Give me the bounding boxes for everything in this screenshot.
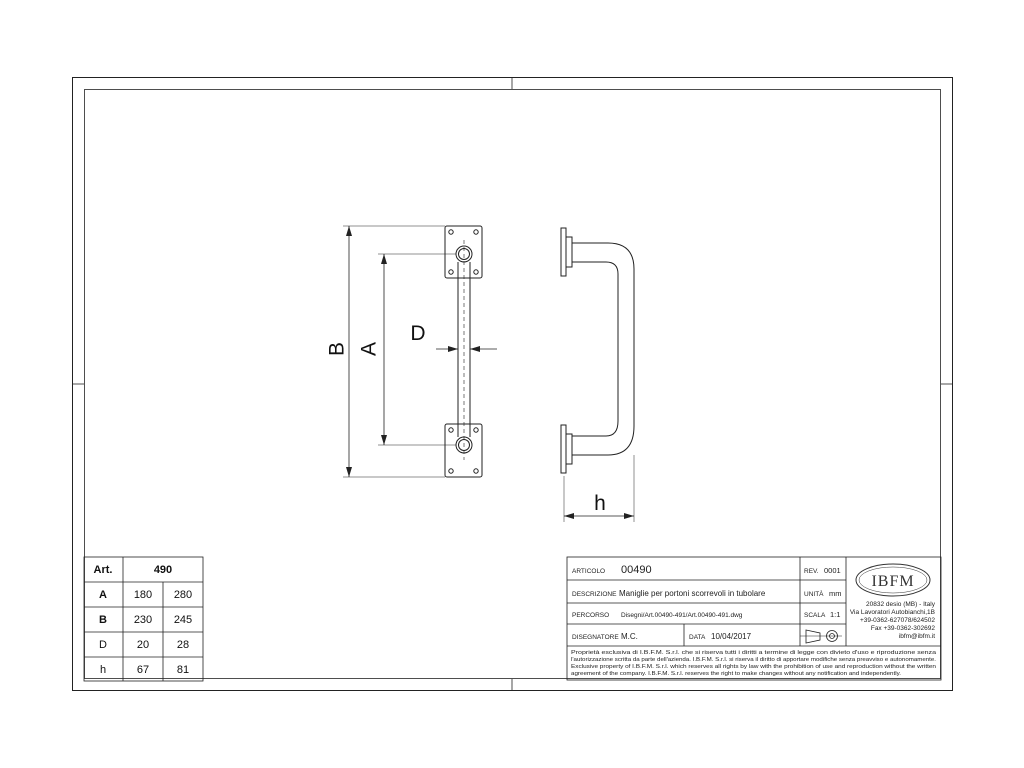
- table-row-label: B: [99, 614, 107, 626]
- table-row-label: D: [99, 639, 107, 651]
- data-value: 10/04/2017: [711, 632, 752, 641]
- legal-line: Proprietà esclusiva di I.B.F.M. S.r.l. c…: [571, 650, 936, 656]
- logo-text: IBFM: [871, 573, 914, 590]
- table-cell: 230: [134, 614, 152, 626]
- percorso-value: Disegni/Art.00490-491/Art.00490-491.dwg: [621, 612, 743, 619]
- legal-line: Exclusive property of I.B.F.M. S.r.l. wh…: [571, 664, 936, 670]
- legal-line: l'autorizzazione scritta da parte dell'a…: [571, 657, 936, 663]
- articolo-value: 00490: [621, 564, 652, 576]
- dim-label-d: D: [410, 322, 425, 345]
- legal-line: agreement of the company. I.B.F.M. S.r.l…: [571, 671, 901, 677]
- table-cell: 245: [174, 614, 192, 626]
- drawing-frame: [72, 77, 953, 691]
- projection-symbol-icon: [800, 629, 842, 644]
- dim-label-a: A: [358, 342, 381, 356]
- size-table: [83, 556, 204, 682]
- table-cell: 81: [177, 664, 189, 676]
- rev-value: 0001: [824, 566, 841, 575]
- disegnatore-label: DISEGNATORE: [572, 634, 619, 641]
- rev-label: REV.: [804, 568, 819, 575]
- ibfm-logo: IBFM: [855, 563, 931, 597]
- address-line: ibfm@ibfm.it: [899, 633, 935, 640]
- title-block: [566, 556, 942, 681]
- handle-side-view: [560, 227, 635, 522]
- table-header-label: Art.: [94, 564, 113, 576]
- handle-front-view: [343, 225, 497, 478]
- unita-value: mm: [829, 589, 842, 598]
- table-row-label: A: [99, 589, 107, 601]
- dimension-arrowheads: [346, 226, 480, 477]
- table-row-label: h: [100, 664, 106, 676]
- articolo-label: ARTICOLO: [572, 568, 605, 575]
- address-line: Via Lavoratori Autobianchi,1B: [850, 609, 935, 616]
- table-header-value: 490: [154, 564, 172, 576]
- address-line: +39-0362-627078/624502: [860, 617, 935, 624]
- table-cell: 28: [177, 639, 189, 651]
- dim-label-b: B: [326, 342, 349, 356]
- address-line: 20832 desio (MB) - Italy: [866, 601, 936, 608]
- unita-label: UNITÀ: [804, 589, 824, 598]
- data-label: DATA: [689, 634, 706, 641]
- dim-label-h: h: [594, 492, 606, 515]
- table-cell: 20: [137, 639, 149, 651]
- table-cell: 280: [174, 589, 192, 601]
- scala-label: SCALA: [804, 612, 826, 619]
- scala-value: 1:1: [830, 610, 840, 619]
- percorso-label: PERCORSO: [572, 612, 609, 619]
- side-dimension-arrowheads: [564, 513, 634, 519]
- descrizione-label: DESCRIZIONE: [572, 591, 617, 598]
- table-cell: 180: [134, 589, 152, 601]
- table-cell: 67: [137, 664, 149, 676]
- address-line: Fax +39-0362-302692: [871, 625, 936, 632]
- descrizione-value: Maniglie per portoni scorrevoli in tubol…: [619, 589, 766, 598]
- disegnatore-value: M.C.: [621, 632, 638, 641]
